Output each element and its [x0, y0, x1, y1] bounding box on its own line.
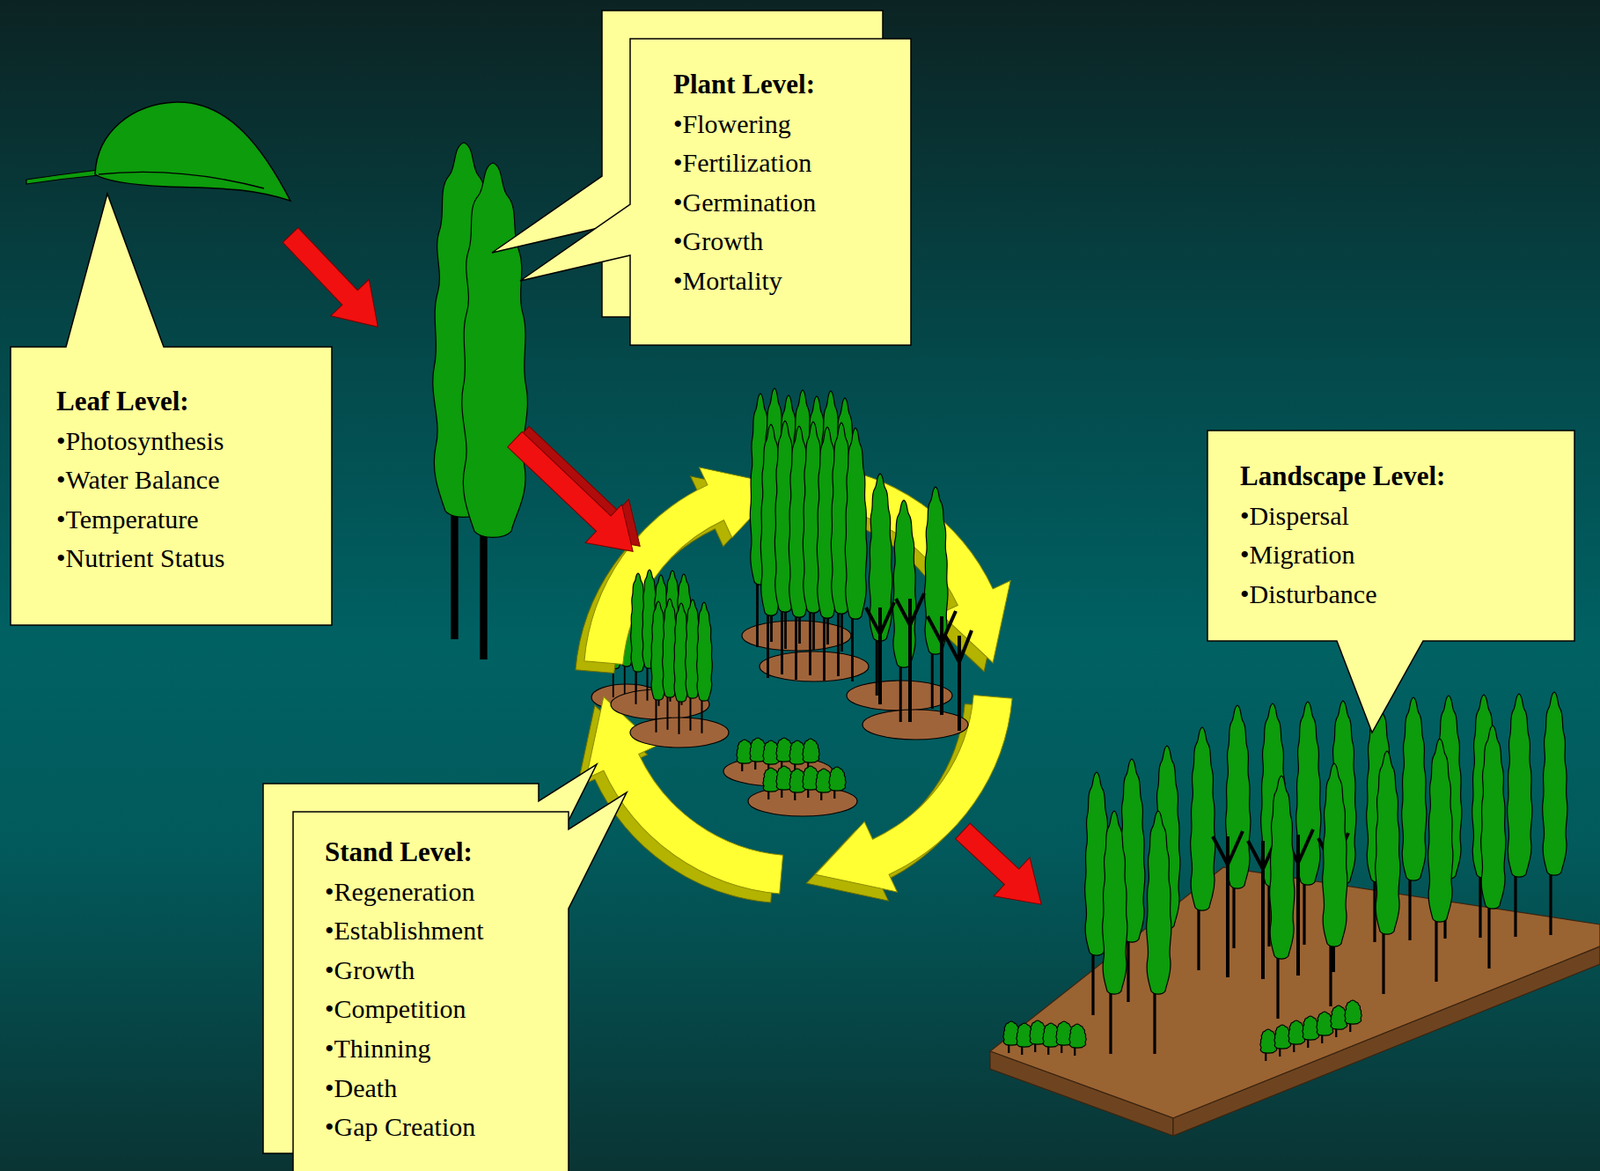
- callout-item: •Establishment: [324, 910, 548, 951]
- landscape-level-callout: Landscape Level:•Dispersal•Migration•Dis…: [1207, 430, 1575, 641]
- stand-level-callout: Stand Level:•Regeneration•Establishment•…: [293, 811, 569, 1171]
- callout-item: •Mortality: [673, 261, 890, 301]
- tree: [1269, 775, 1295, 1019]
- callout-item: •Competition: [324, 989, 548, 1029]
- callout-heading: Stand Level:: [324, 832, 548, 873]
- leaf-midrib: [98, 171, 265, 189]
- tree: [697, 601, 713, 734]
- callout-item: •Germination: [673, 183, 890, 223]
- callout-item: •Nutrient Status: [56, 538, 311, 579]
- callout-item: •Thinning: [324, 1028, 548, 1069]
- scale-arrow: [496, 419, 651, 571]
- plant-picture: [433, 142, 529, 660]
- tree: [892, 499, 917, 722]
- callout-item: •Disturbance: [1240, 574, 1554, 615]
- callout-shape: [520, 38, 911, 345]
- tree: [1481, 725, 1506, 969]
- callout-shape: [1207, 430, 1575, 733]
- callout-item: •Temperature: [56, 499, 311, 540]
- callout-item: •Fertilization: [673, 143, 890, 184]
- callout-item: •Photosynthesis: [56, 421, 311, 462]
- tree: [1507, 693, 1533, 937]
- seedling: [829, 766, 847, 799]
- stand-patch: [862, 709, 969, 740]
- seedling: [1344, 999, 1363, 1032]
- plant-level-callout: Plant Level:•Flowering•Fertilization•Ger…: [630, 38, 911, 345]
- leaf-blade: [95, 102, 291, 201]
- tree: [844, 427, 867, 682]
- tree: [1401, 697, 1427, 940]
- dead-tree: [866, 593, 972, 731]
- scale-arrow: [271, 216, 397, 345]
- tree: [1102, 810, 1128, 1054]
- callout-item: •Growth: [324, 950, 548, 991]
- landscape-slab-side: [1173, 946, 1600, 1136]
- callout-item: •Growth: [673, 221, 890, 262]
- callout-item: •Death: [324, 1068, 548, 1109]
- callout-shape: [293, 792, 627, 1171]
- landscape-picture: [990, 691, 1600, 1136]
- leaf-stem: [26, 169, 99, 184]
- leaf-level-callout: Leaf Level:•Photosynthesis•Water Balance…: [10, 346, 332, 625]
- scale-arrow: [945, 811, 1060, 924]
- callout-item: •Gap Creation: [324, 1107, 548, 1147]
- tree: [1428, 738, 1454, 982]
- tree: [1190, 726, 1216, 970]
- callout-item: •Dispersal: [1240, 496, 1554, 536]
- callout-item: •Flowering: [673, 104, 890, 145]
- tree: [924, 486, 948, 709]
- young-stand: [610, 569, 729, 748]
- callout-item: •Water Balance: [56, 460, 311, 500]
- callout-back-sheet: [263, 763, 597, 1153]
- callout-item: •Regeneration: [324, 872, 548, 912]
- tree: [1146, 810, 1172, 1054]
- leaf-picture: [26, 102, 291, 201]
- dying-stand: [846, 473, 972, 740]
- scale-arrows: [271, 216, 1059, 924]
- callout-shape: [10, 193, 332, 625]
- callout-heading: Plant Level:: [673, 65, 890, 105]
- callout-heading: Leaf Level:: [56, 381, 311, 422]
- tree: [1375, 750, 1401, 994]
- mature-stand: [741, 388, 869, 682]
- landscape-slab-side: [990, 1050, 1174, 1136]
- seedling-stand: [723, 737, 858, 816]
- tree: [462, 162, 529, 660]
- tree: [1322, 763, 1348, 1006]
- callout-heading: Landscape Level:: [1240, 456, 1554, 497]
- tree: [1542, 691, 1568, 935]
- callout-item: •Migration: [1240, 535, 1554, 575]
- seedling: [1069, 1023, 1087, 1056]
